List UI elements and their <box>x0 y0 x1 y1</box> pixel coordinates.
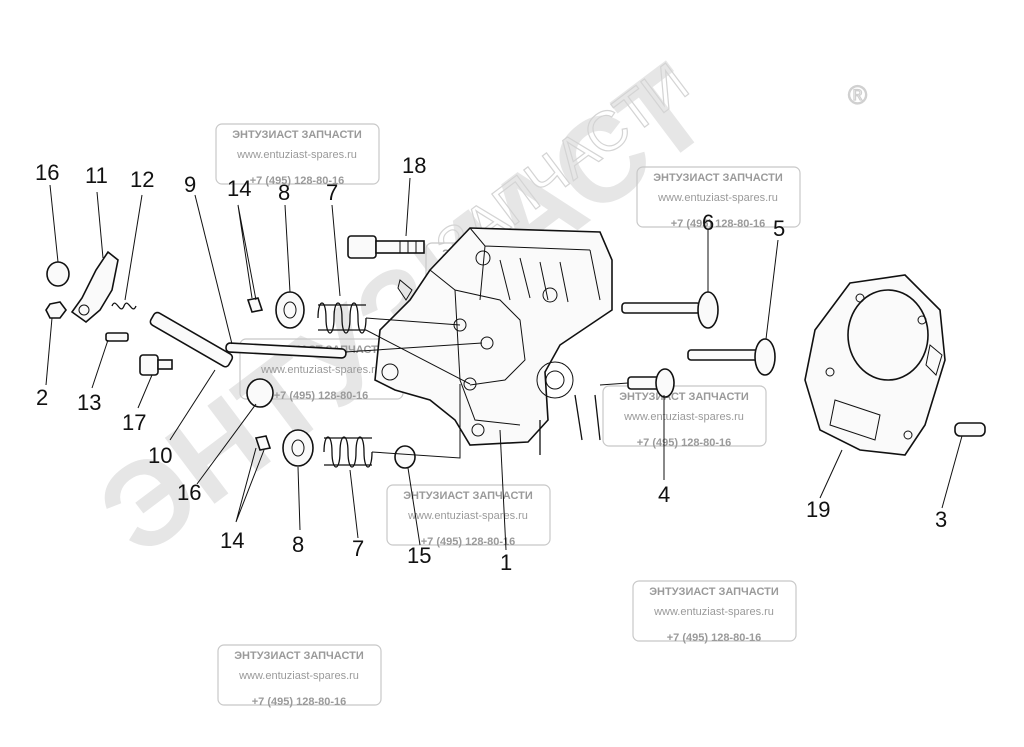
stamp-frame <box>632 580 797 642</box>
cylinder-head <box>374 227 613 455</box>
callout-12: 12 <box>130 167 154 192</box>
watermark-stamp: ЭНТУЗИАСТ ЗАПЧАСТИ www.entuziast-spares.… <box>636 166 801 230</box>
callout-7-bottom: 7 <box>352 536 364 561</box>
leader-lines <box>45 177 963 551</box>
adjusting-screw <box>105 332 129 342</box>
stamp-phone: +7 (495) 128-80-16 <box>250 175 344 187</box>
stamp-frame <box>602 385 767 447</box>
callout-16-top: 16 <box>35 160 59 185</box>
stamp-phone: +7 (495) 128-80-16 <box>274 390 368 402</box>
registered-mark: ® <box>848 80 867 110</box>
stamp-url: www.entuziast-spares.ru <box>407 510 528 522</box>
stamp-brand: ЭНТУЗИАСТ ЗАПЧАСТИ <box>232 129 362 141</box>
valve-seal <box>627 368 675 398</box>
callout-14-bottom: 14 <box>220 528 244 553</box>
circlip-top <box>46 261 70 287</box>
small-spring <box>111 302 137 310</box>
callout-18: 18 <box>402 153 426 178</box>
watermark-stamp: ЭНТУЗИАСТ ЗАПЧАСТИ www.entuziast-spares.… <box>632 580 797 644</box>
callout-7-top: 7 <box>326 180 338 205</box>
stamp-url: www.entuziast-spares.ru <box>653 606 774 618</box>
callout-15: 15 <box>407 543 431 568</box>
stamp-brand: ЭНТУЗИАСТ ЗАПЧАСТИ <box>649 586 779 598</box>
intake-valve <box>621 291 719 329</box>
callout-13: 13 <box>77 390 101 415</box>
callout-labels: 16 11 12 9 14 8 7 18 6 5 2 13 17 10 16 1… <box>35 153 947 575</box>
push-rod <box>225 342 347 359</box>
valve-spring-top <box>317 302 367 334</box>
callout-9: 9 <box>184 172 196 197</box>
nut <box>45 301 67 319</box>
callout-16-bottom: 16 <box>177 480 201 505</box>
valve-cotter-top <box>246 297 264 313</box>
callout-19: 19 <box>806 497 830 522</box>
stamp-url: www.entuziast-spares.ru <box>238 670 359 682</box>
spring-retainer-top <box>275 291 305 329</box>
stamp-url: www.entuziast-spares.ru <box>623 411 744 423</box>
watermark-stamp: ЭНТУЗИАСТ ЗАПЧАСТИ www.entuziast-spares.… <box>215 123 380 187</box>
valve-cotter-bottom <box>254 435 272 451</box>
valve-spring-bottom <box>323 436 373 468</box>
callout-17: 17 <box>122 410 146 435</box>
bolt-15 <box>394 445 416 469</box>
callout-1: 1 <box>500 550 512 575</box>
stamp-phone: +7 (495) 128-80-16 <box>421 536 515 548</box>
spring-retainer-bottom <box>282 429 314 467</box>
head-gasket <box>804 274 946 456</box>
stamp-brand: ЭНТУЗИАСТ ЗАПЧАСТИ <box>619 391 749 403</box>
stamp-gap <box>226 128 369 140</box>
stamp-url: www.entuziast-spares.ru <box>236 149 357 161</box>
exhaust-valve <box>687 338 776 376</box>
stamp-frame <box>636 166 801 228</box>
callout-4: 4 <box>658 482 670 507</box>
stamp-frame <box>217 644 382 706</box>
stamp-phone: +7 (495) 128-80-16 <box>252 696 346 708</box>
watermark-stamp: ЭНТУЗИАСТ ЗАПЧАСТИ www.entuziast-spares.… <box>386 484 551 548</box>
watermark-stamp: ЭНТУЗИАСТ ЗАПЧАСТИ www.entuziast-spares.… <box>602 385 767 449</box>
stamp-frame <box>215 123 380 185</box>
stamp-phone: +7 (495) 128-80-16 <box>667 632 761 644</box>
stamp-phone: +7 (495) 128-80-16 <box>671 218 765 230</box>
callout-8-bottom: 8 <box>292 532 304 557</box>
stamp-brand: ЭНТУЗИАСТ ЗАПЧАСТИ <box>234 650 364 662</box>
circlip-bottom <box>246 378 274 408</box>
stamp-url: www.entuziast-spares.ru <box>260 364 381 376</box>
stamp-url: www.entuziast-spares.ru <box>657 192 778 204</box>
callout-2: 2 <box>36 385 48 410</box>
stamp-brand: ЭНТУЗИАСТ ЗАПЧАСТИ <box>653 172 783 184</box>
rocker-shaft <box>149 311 234 368</box>
callout-8-top: 8 <box>278 180 290 205</box>
callout-14-top: 14 <box>227 176 251 201</box>
stamp-brand: ЭНТУЗИАСТ ЗАПЧАСТИ <box>403 490 533 502</box>
dowel-pin <box>954 422 986 437</box>
stamp-frame <box>386 484 551 546</box>
bolt-18 <box>347 235 425 259</box>
bolt-17 <box>139 354 173 376</box>
callout-6: 6 <box>702 210 714 235</box>
stamp-phone: +7 (495) 128-80-16 <box>637 437 731 449</box>
watermark-stamp: ЭНТУЗИАСТ ЗАПЧАСТИ www.entuziast-spares.… <box>217 644 382 708</box>
callout-5: 5 <box>773 216 785 241</box>
callout-3: 3 <box>935 507 947 532</box>
callout-11: 11 <box>85 163 108 188</box>
callout-10: 10 <box>148 443 172 468</box>
rocker-arm <box>70 250 119 324</box>
